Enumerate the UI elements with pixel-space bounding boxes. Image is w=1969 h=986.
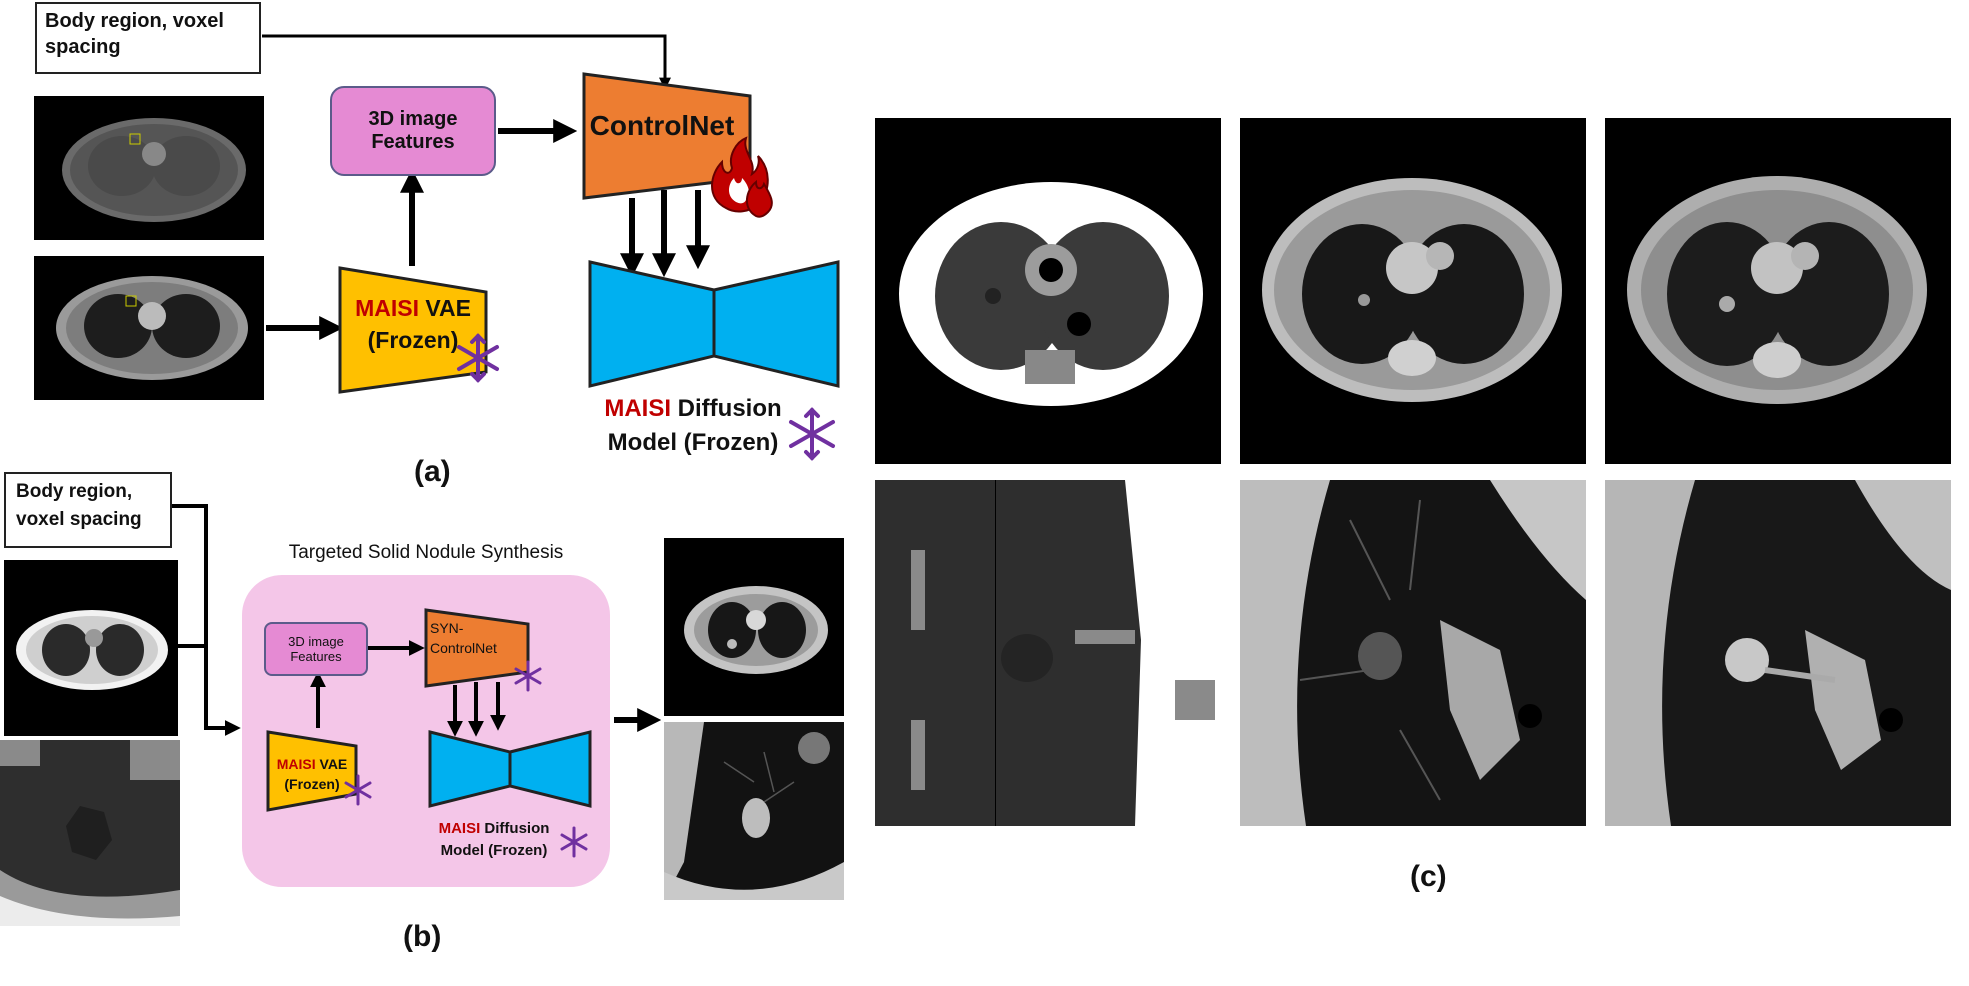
panel-b-label: (b) [403, 920, 442, 953]
controlnet-label: ControlNet [589, 110, 735, 141]
vae-maisi-a: MAISI [355, 295, 419, 321]
snowflake-icon [457, 333, 499, 383]
condition-box-a-label: Body region, voxel spacing [45, 10, 224, 58]
ct-c-synthetic-full [1605, 118, 1951, 464]
panel-a-label: (a) [414, 455, 451, 488]
snowflake-icon [560, 826, 588, 858]
diff-rest-b: Diffusion [480, 820, 550, 837]
diff-rest-a: Diffusion [671, 395, 782, 422]
ct-zoom-b-output [664, 722, 844, 900]
ct-slice-a-bottom [34, 256, 264, 400]
panel-a-arrows [262, 34, 710, 340]
snowflake-icon [789, 407, 835, 461]
vae-frozen-a: (Frozen) [367, 327, 459, 353]
condition-box-b: Body region, voxel spacing [4, 472, 172, 548]
ct-c-mask-full [875, 118, 1221, 464]
vae-rest-a: VAE [418, 295, 471, 321]
diffusion-label-b: MAISI Diffusion Model (Frozen) [424, 818, 564, 862]
features-box-b: 3D image Features [264, 622, 368, 676]
ct-c-real-full [1240, 118, 1586, 464]
b-vae-encoder-block [266, 730, 358, 812]
vae-label-a: MAISI VAE (Frozen) [340, 292, 486, 356]
ct-c-mask-zoom [875, 480, 1221, 826]
ct-slice-a-top [34, 96, 264, 240]
ct-slice-b-input [4, 560, 178, 736]
features-box-a: 3D image Features [330, 86, 496, 176]
ct-c-real-zoom [1240, 480, 1586, 826]
diff-maisi-a: MAISI [604, 395, 671, 422]
features-box-b-label: 3D image Features [288, 634, 344, 664]
arrow-condition-to-controlnet [262, 34, 671, 90]
features-box-a-label: 3D image Features [368, 108, 458, 153]
vae-label-b: MAISI VAE (Frozen) [268, 754, 356, 794]
ct-slice-b-output [664, 538, 844, 716]
condition-box-a: Body region, voxel spacing [35, 2, 261, 74]
vae-maisi-b: MAISI [276, 756, 316, 772]
synthesis-title: Targeted Solid Nodule Synthesis [288, 542, 564, 563]
condition-box-b-label: Body region, voxel spacing [16, 481, 142, 530]
arrow-b-condition [172, 504, 241, 736]
diff-maisi-b: MAISI [438, 820, 481, 837]
ct-c-synthetic-zoom [1605, 480, 1951, 826]
diff-frozen-b: Model (Frozen) [440, 842, 548, 859]
diffusion-model-block [588, 260, 840, 388]
vae-rest-b: VAE [315, 756, 348, 772]
syn-controlnet-label: SYN-ControlNet [430, 620, 497, 656]
snowflake-icon [344, 774, 372, 806]
vae-frozen-b: (Frozen) [284, 776, 340, 792]
vae-encoder-block [338, 266, 488, 394]
flame-icon [711, 136, 773, 218]
diff-frozen-a: Model (Frozen) [607, 429, 779, 456]
b-diffusion-model-block [428, 730, 592, 808]
panel-c-label: (c) [1410, 860, 1447, 893]
snowflake-icon [514, 660, 542, 692]
ct-zoom-b-input [0, 740, 180, 926]
diffusion-label-a: MAISI Diffusion Model (Frozen) [588, 392, 798, 460]
